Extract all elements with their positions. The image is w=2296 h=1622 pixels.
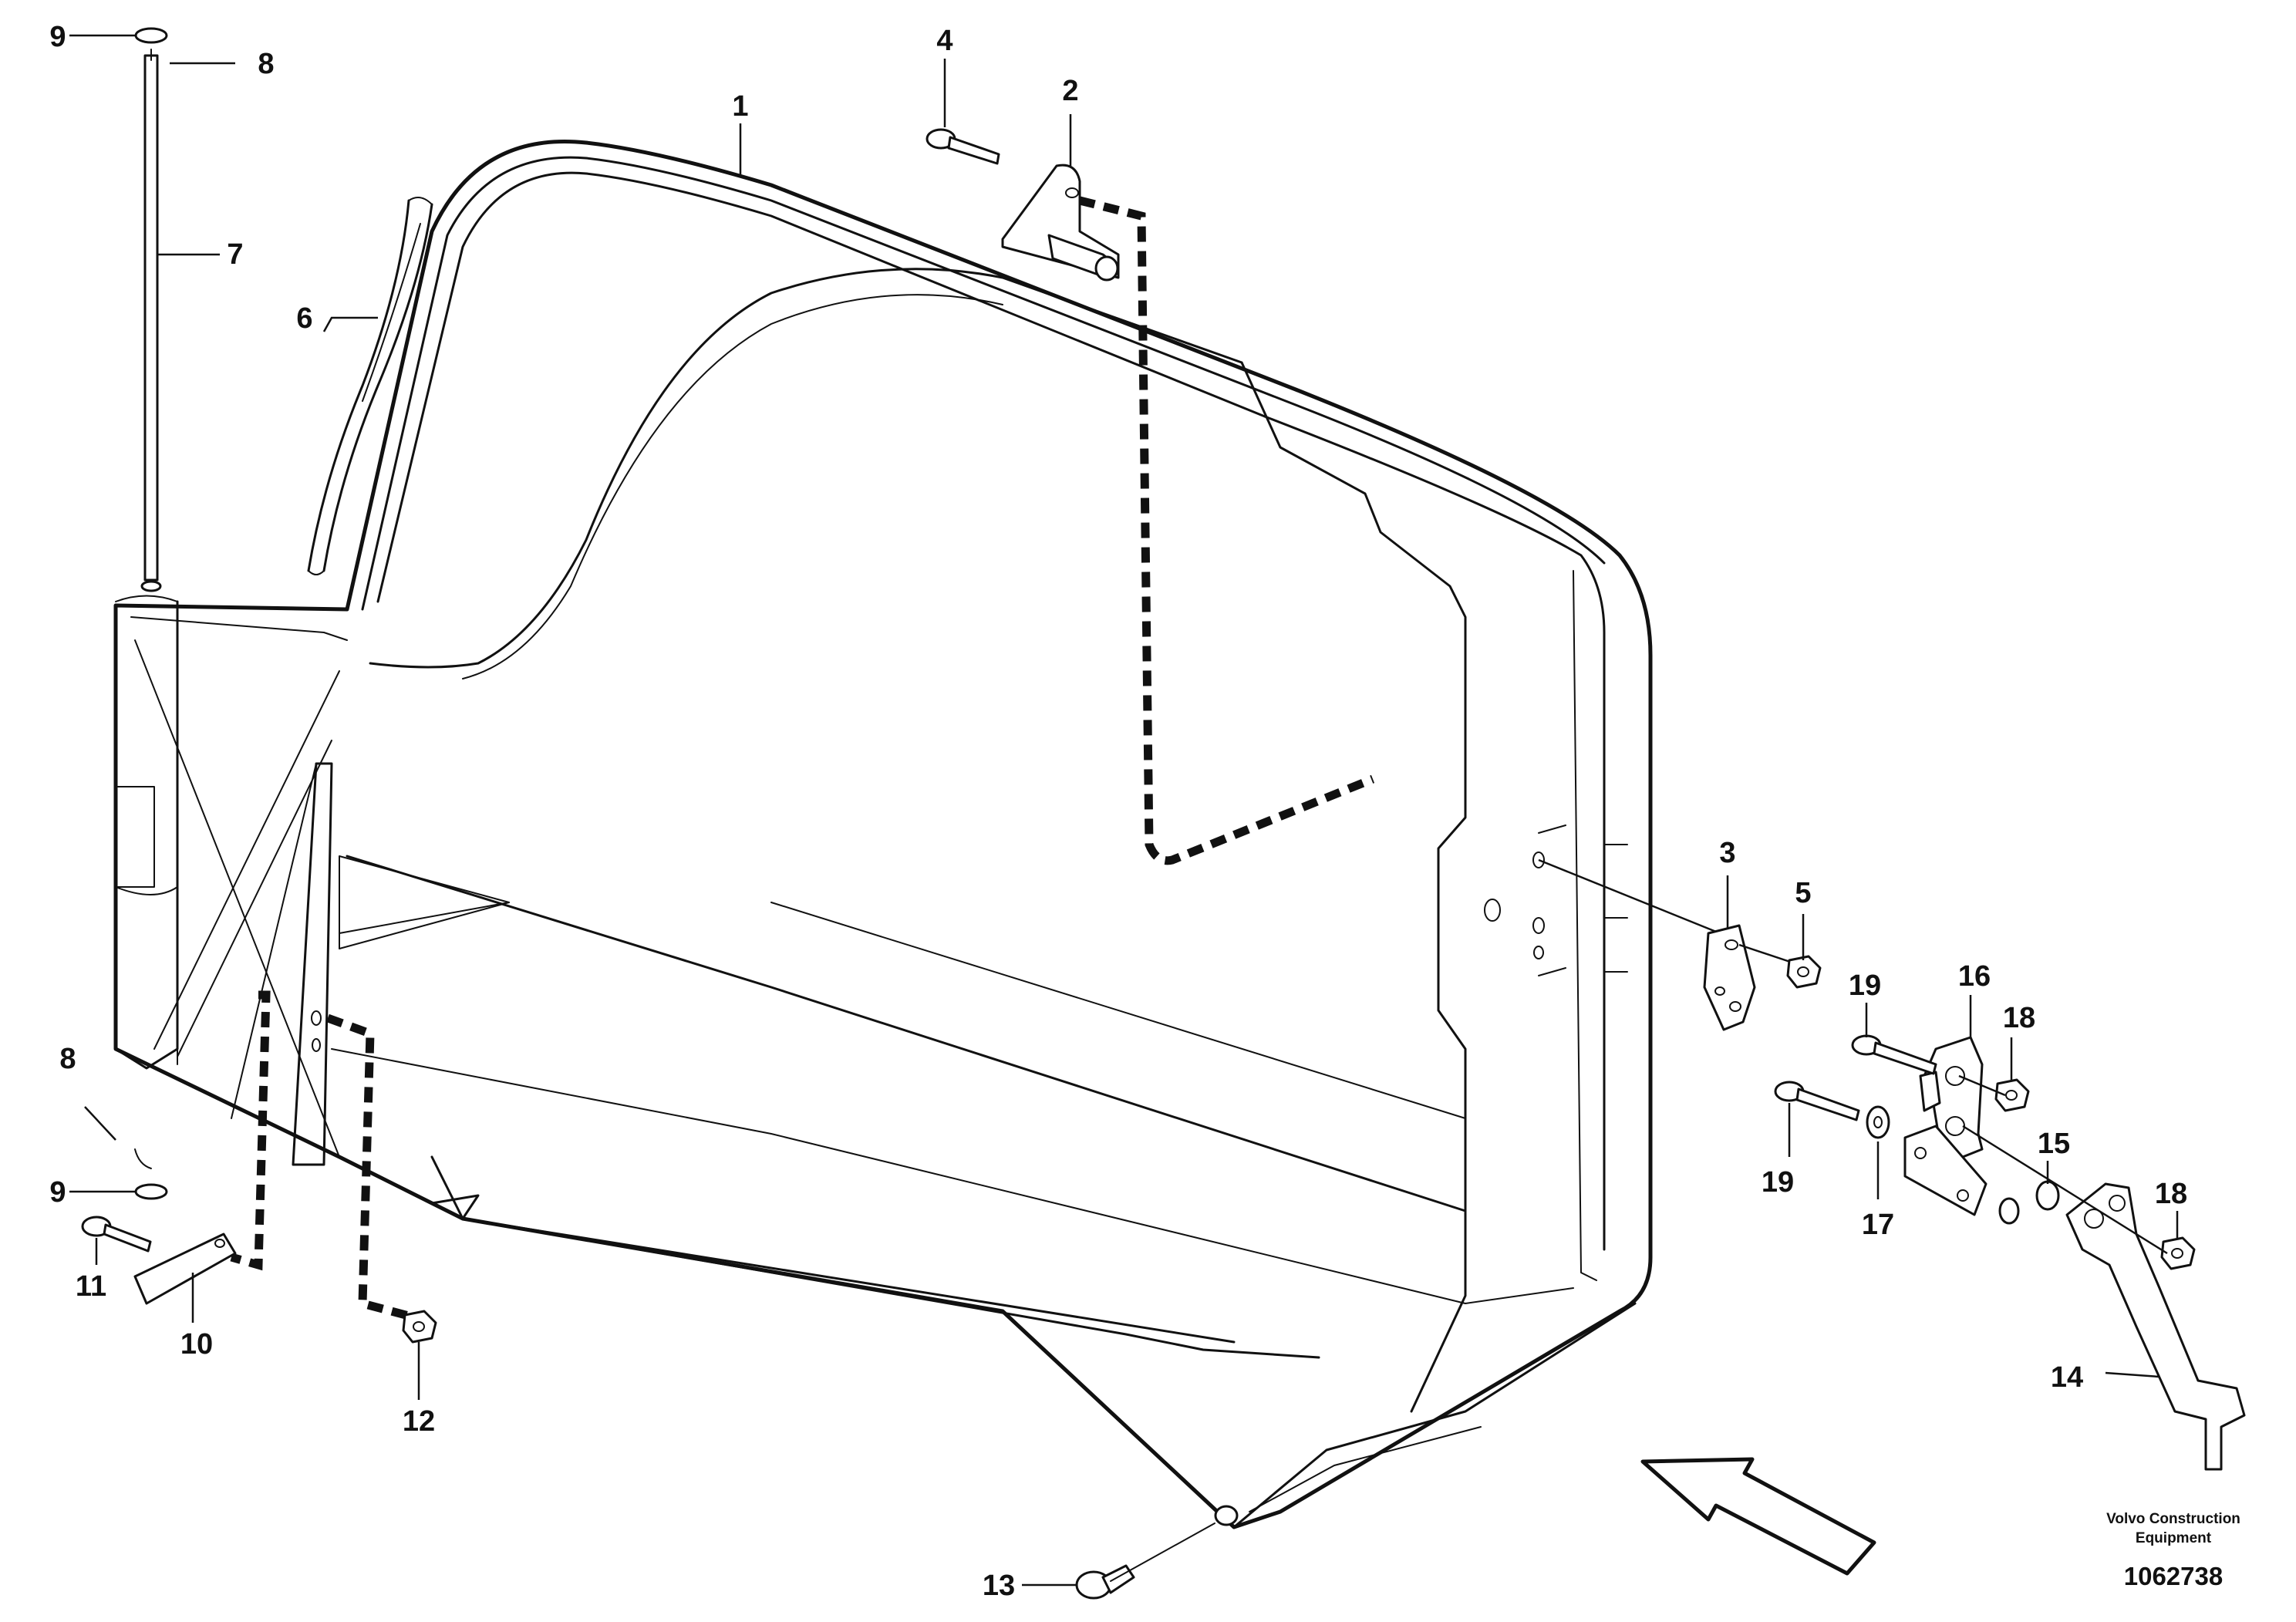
hinge-rod bbox=[134, 27, 168, 592]
callout-14: 14 bbox=[2051, 1361, 2083, 1394]
callout-18-upper: 18 bbox=[2003, 1002, 2035, 1034]
callout-12: 12 bbox=[403, 1405, 435, 1438]
publisher-name-line1: Volvo Construction bbox=[2106, 1511, 2240, 1527]
hardware-axis bbox=[1958, 1074, 2168, 1255]
callout-9-top: 9 bbox=[49, 21, 66, 53]
nut-18-lower bbox=[2160, 1236, 2196, 1270]
callout-8-top: 8 bbox=[258, 48, 274, 80]
publisher-block: Volvo Construction Equipment 1062738 bbox=[2106, 1511, 2240, 1590]
nut-12 bbox=[402, 1310, 437, 1344]
callout-7: 7 bbox=[227, 238, 243, 271]
callout-9-bottom: 9 bbox=[49, 1176, 66, 1209]
callout-10: 10 bbox=[180, 1328, 213, 1361]
callout-16: 16 bbox=[1958, 960, 1991, 993]
leader-lines bbox=[69, 34, 2179, 1587]
callout-5: 5 bbox=[1795, 877, 1811, 909]
mount-plate-3 bbox=[1538, 858, 1756, 1031]
callout-labels: 1 2 3 4 5 6 7 8 9 8 9 10 11 12 13 14 15 … bbox=[49, 21, 2187, 1602]
callout-19-lower: 19 bbox=[1762, 1166, 1794, 1199]
seal-strip bbox=[307, 197, 433, 575]
bolt-19-upper bbox=[1851, 1034, 1937, 1075]
bottom-washer bbox=[134, 1148, 168, 1200]
direction-arrow-icon bbox=[1640, 1457, 1876, 1576]
backing-plate bbox=[1903, 1125, 1988, 1216]
callout-8-bottom: 8 bbox=[59, 1043, 76, 1075]
nut-5 bbox=[1738, 943, 1822, 989]
callout-19-upper: 19 bbox=[1849, 969, 1881, 1002]
callout-4: 4 bbox=[936, 25, 952, 57]
callout-11: 11 bbox=[76, 1270, 106, 1303]
latch-plate-16 bbox=[1919, 1036, 1984, 1158]
publisher-name-line2: Equipment bbox=[2136, 1530, 2212, 1546]
callout-1: 1 bbox=[732, 90, 748, 123]
alignment-lines bbox=[230, 196, 1375, 1324]
bolt-11 bbox=[81, 1216, 152, 1253]
bracket-14 bbox=[2065, 1182, 2246, 1471]
pin-13 bbox=[1075, 1505, 1239, 1600]
bolt-4 bbox=[925, 128, 1000, 165]
callout-2: 2 bbox=[1062, 75, 1078, 107]
callout-6: 6 bbox=[296, 302, 312, 335]
door-panel bbox=[113, 139, 1653, 1529]
drawing-number: 1062738 bbox=[2124, 1562, 2223, 1590]
pivot-bracket bbox=[1001, 164, 1120, 282]
callout-17: 17 bbox=[1862, 1209, 1894, 1241]
washer-15 bbox=[1998, 1180, 2060, 1225]
washer-17 bbox=[1866, 1105, 1890, 1139]
callout-13: 13 bbox=[983, 1570, 1015, 1602]
callout-15: 15 bbox=[2038, 1128, 2070, 1160]
callout-18-lower: 18 bbox=[2155, 1178, 2187, 1210]
strip-10 bbox=[133, 1233, 237, 1305]
callout-3: 3 bbox=[1719, 837, 1735, 869]
nut-18-upper bbox=[1994, 1078, 2030, 1112]
bolt-19-lower bbox=[1774, 1081, 1860, 1121]
